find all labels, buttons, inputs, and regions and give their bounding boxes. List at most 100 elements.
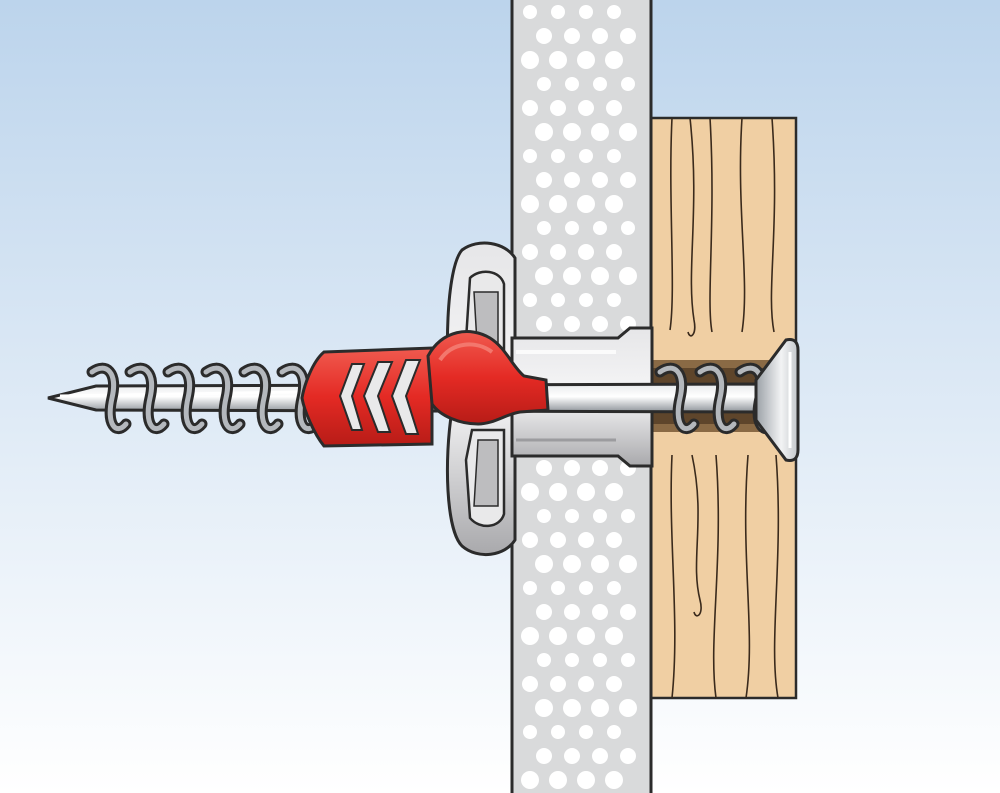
wall-dot	[592, 748, 608, 764]
wall-dot	[593, 221, 607, 235]
wall-dot	[577, 195, 595, 213]
wall-dot	[565, 221, 579, 235]
wall-dot	[521, 195, 539, 213]
wall-dot	[549, 195, 567, 213]
wall-dot	[522, 244, 538, 260]
wall-dot	[578, 676, 594, 692]
wall-dot	[620, 28, 636, 44]
wall-dot	[537, 221, 551, 235]
wall-dot	[549, 51, 567, 69]
screw-head	[754, 338, 800, 462]
wall-dot	[564, 604, 580, 620]
wall-dot	[578, 532, 594, 548]
wall-dot	[607, 149, 621, 163]
wall-dot	[549, 627, 567, 645]
wall-dot	[564, 460, 580, 476]
wall-dot	[522, 676, 538, 692]
wall-dot	[523, 149, 537, 163]
wall-dot	[607, 581, 621, 595]
wall-dot	[577, 483, 595, 501]
wall-dot	[577, 627, 595, 645]
wall-dot	[565, 77, 579, 91]
wall-dot	[621, 221, 635, 235]
wall-dot	[537, 653, 551, 667]
wall-dot	[592, 316, 608, 332]
wall-dot	[536, 748, 552, 764]
wall-dot	[591, 123, 609, 141]
wall-dot	[521, 627, 539, 645]
wall-dot	[607, 725, 621, 739]
wall-dot	[591, 267, 609, 285]
wall-dot	[579, 725, 593, 739]
wall-dot	[550, 532, 566, 548]
wall-dot	[563, 555, 581, 573]
wall-dot	[605, 771, 623, 789]
wall-dot	[536, 460, 552, 476]
wall-dot	[521, 771, 539, 789]
wall-dot	[620, 172, 636, 188]
wall-dot	[551, 581, 565, 595]
wall-dot	[549, 483, 567, 501]
wall-dot	[523, 581, 537, 595]
wall-dot	[535, 699, 553, 717]
wall-dot	[578, 244, 594, 260]
wall-dot	[535, 123, 553, 141]
wall-dot	[577, 51, 595, 69]
wall-dot	[620, 748, 636, 764]
wall-dot	[550, 244, 566, 260]
wall-dot	[551, 293, 565, 307]
wall-dot	[551, 725, 565, 739]
wall-dot	[565, 653, 579, 667]
wall-dot	[606, 676, 622, 692]
screw-thread-shine	[127, 365, 167, 432]
wall-dot	[537, 509, 551, 523]
wall-dot	[536, 172, 552, 188]
wall-dot	[535, 555, 553, 573]
screw-thread-shine	[203, 365, 243, 432]
wall-dot	[606, 244, 622, 260]
wall-dot	[523, 5, 537, 19]
wall-dot	[621, 77, 635, 91]
wall-dot	[536, 316, 552, 332]
wall-dot	[565, 509, 579, 523]
wall-dot	[621, 509, 635, 523]
wall-dot	[521, 51, 539, 69]
wall-dot	[577, 771, 595, 789]
wall-dot	[579, 5, 593, 19]
wall-dot	[563, 123, 581, 141]
wall-dot	[578, 100, 594, 116]
wall-dot	[605, 51, 623, 69]
wall-dot	[564, 748, 580, 764]
red-expansion-plug	[300, 330, 550, 448]
wall-dot	[605, 195, 623, 213]
wall-dot	[550, 100, 566, 116]
wall-dot	[593, 509, 607, 523]
wall-dot	[591, 555, 609, 573]
wall-dot	[619, 123, 637, 141]
wood-grain-lines	[669, 117, 780, 699]
wall-dot	[536, 604, 552, 620]
wall-dot	[564, 172, 580, 188]
plug-chevrons	[338, 359, 422, 435]
screw-thread-shine	[697, 365, 737, 432]
wall-dot	[523, 293, 537, 307]
wall-dot	[563, 267, 581, 285]
wall-dot	[592, 604, 608, 620]
wall-dot	[619, 699, 637, 717]
wall-dot	[535, 267, 553, 285]
wall-dot	[619, 555, 637, 573]
wall-dot	[564, 316, 580, 332]
wall-dot	[537, 77, 551, 91]
screw-thread-shine	[165, 365, 205, 432]
wall-dot	[607, 5, 621, 19]
wall-dot	[606, 100, 622, 116]
wall-dot	[564, 28, 580, 44]
screw-thread-shine	[241, 365, 281, 432]
wall-dot	[605, 483, 623, 501]
screw-thread-shine	[89, 365, 129, 432]
wall-dot	[605, 627, 623, 645]
wall-dot	[579, 293, 593, 307]
wall-dot	[591, 699, 609, 717]
wall-dot	[607, 293, 621, 307]
